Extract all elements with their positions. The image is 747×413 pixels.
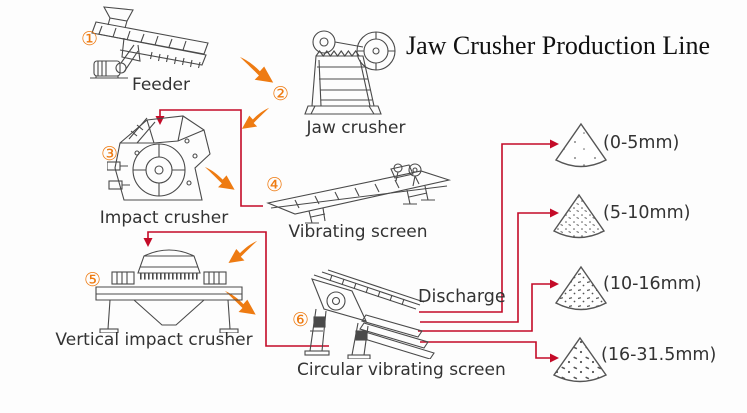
vertical-impact-crusher-illustration: [95, 249, 243, 333]
jaw-crusher-label: Jaw crusher: [306, 118, 406, 138]
size-label-16-31mm: (16-31.5mm): [601, 345, 717, 365]
vibrating-screen-illustration: [266, 163, 452, 224]
size-label-10-16mm: (10-16mm): [603, 274, 702, 294]
arrow-jaw-to-impact: [241, 107, 270, 129]
pile-16-31mm: [552, 336, 608, 383]
discharge-arrowheads: [550, 139, 559, 363]
station-number-5: ⑤: [84, 269, 102, 291]
return-line-circscreen-to-vertical: [147, 231, 329, 347]
feeder-label: Feeder: [131, 75, 190, 95]
station-number-2: ②: [272, 83, 290, 105]
pile-0-5mm: [554, 122, 608, 168]
page-title: Jaw Crusher Production Line: [406, 31, 711, 60]
station-number-3: ③: [101, 143, 119, 165]
vertical-impact-crusher-label: Vertical impact crusher: [55, 330, 253, 350]
discharge-label: Discharge: [418, 287, 506, 307]
discharge-lines: [418, 143, 550, 359]
jaw-crusher-illustration: [304, 30, 396, 115]
pile-10-16mm: [554, 265, 608, 311]
impact-crusher-label: Impact crusher: [99, 208, 229, 228]
circular-vibrating-screen-illustration: [304, 269, 435, 359]
feeder-illustration: [90, 6, 209, 79]
size-label-5-10mm: (5-10mm): [603, 203, 691, 223]
impact-crusher-illustration: [107, 115, 211, 201]
station-number-1: ①: [81, 28, 99, 50]
size-label-0-5mm: (0-5mm): [603, 133, 680, 153]
red-arrowhead: [143, 238, 153, 247]
station-number-6: ⑥: [292, 309, 310, 331]
return-line-screen-to-impact: [159, 109, 263, 207]
station-number-4: ④: [266, 174, 284, 196]
pile-5-10mm: [552, 193, 606, 239]
arrow-feeder-to-jaw: [239, 56, 274, 83]
vibrating-screen-label: Vibrating screen: [288, 222, 428, 242]
circular-vibrating-screen-label: Circular vibrating screen: [297, 360, 506, 380]
